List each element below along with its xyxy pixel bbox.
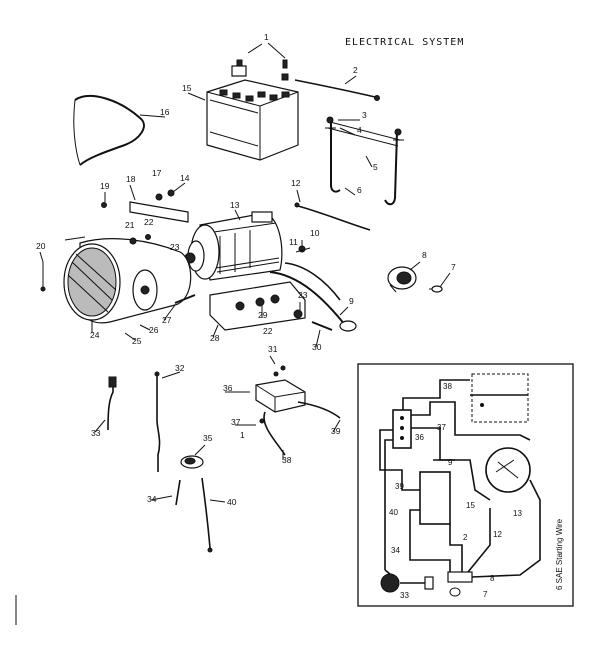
callout-c29: 29: [258, 310, 268, 320]
leader-lines: [39, 42, 451, 503]
bolt-30: [311, 321, 333, 331]
adjusting-arm: [269, 271, 346, 326]
callout-c1: 1: [264, 32, 269, 42]
callout-c18: 18: [126, 174, 136, 184]
wire-39: [297, 401, 341, 419]
callout-c17: 17: [152, 168, 162, 178]
bolt-27: [174, 294, 196, 304]
ignition-key: [429, 285, 443, 293]
callout-c8: 8: [422, 250, 427, 260]
inset-label-i37: 37: [437, 423, 446, 432]
inset-label-i13: 13: [513, 509, 522, 518]
callout-c31: 31: [268, 344, 278, 354]
callout-c7: 7: [451, 262, 456, 272]
callout-c40: 40: [227, 497, 237, 507]
belt-guard: [63, 238, 192, 324]
mounting-plate: [209, 281, 306, 331]
hold-down-rods: [325, 116, 404, 206]
callout-c4: 4: [357, 125, 362, 135]
starting-wire-label: 6 SAE Starting Wire: [555, 518, 564, 590]
inset-label-i40: 40: [389, 508, 398, 517]
battery: [206, 59, 299, 161]
callout-c23a: 23: [170, 242, 180, 252]
wire-32: [156, 375, 161, 472]
cable-12: [297, 205, 371, 231]
callout-c16: 16: [160, 107, 170, 117]
inset-label-i2: 2: [463, 533, 468, 542]
inset-labels: 38 37 36 9 15 13 39 40 2 12 34 8 33 7: [389, 382, 522, 600]
callout-c13: 13: [230, 200, 240, 210]
battery-strap: [74, 95, 145, 166]
callout-c3: 3: [362, 110, 367, 120]
wire-40: [201, 477, 211, 549]
inset-label-i36: 36: [415, 433, 424, 442]
callout-c33: 33: [91, 428, 101, 438]
callout-c19: 19: [100, 181, 110, 191]
callout-c23b: 23: [298, 290, 308, 300]
ignition-switch: [387, 266, 417, 293]
callout-c24: 24: [90, 330, 100, 340]
wire-38: [263, 411, 286, 456]
wiring-schematic-inset: 6 SAE Starting Wire: [357, 363, 574, 607]
callout-c14: 14: [180, 173, 190, 183]
callout-c2: 2: [353, 65, 358, 75]
callout-c21: 21: [125, 220, 135, 230]
callout-c28: 28: [210, 333, 220, 343]
wire-34: [175, 479, 181, 506]
inset-label-i39: 39: [395, 482, 404, 491]
mounting-bracket: [129, 201, 189, 223]
callout-c15: 15: [182, 83, 192, 93]
callout-c22b: 22: [263, 326, 273, 336]
callout-c37: 37: [231, 417, 241, 427]
callout-c35: 35: [203, 433, 213, 443]
inset-label-i34: 34: [391, 546, 400, 555]
starter-generator: [184, 211, 283, 281]
inset-label-i15: 15: [466, 501, 475, 510]
callout-c10: 10: [310, 228, 320, 238]
callout-c1b: 1: [240, 430, 245, 440]
ammeter: [180, 455, 204, 469]
inset-label-i8: 8: [490, 574, 495, 583]
callout-c25: 25: [132, 336, 142, 346]
inset-label-i38: 38: [443, 382, 452, 391]
battery-strap-loop: [73, 99, 81, 166]
inset-label-i9: 9: [448, 458, 453, 467]
callout-c27: 27: [162, 315, 172, 325]
inset-label-i33: 33: [400, 591, 409, 600]
callout-c39: 39: [331, 426, 341, 436]
callout-c26: 26: [149, 325, 159, 335]
fuse-holder: [107, 378, 114, 431]
callout-c5: 5: [373, 162, 378, 172]
bolt-19: [64, 236, 86, 241]
wire-harness: [284, 262, 341, 301]
callout-c11: 11: [289, 237, 298, 247]
callout-c20: 20: [36, 241, 46, 251]
callout-c6: 6: [357, 185, 362, 195]
callout-c9: 9: [349, 296, 354, 306]
callout-c38: 38: [282, 455, 292, 465]
callout-c22a: 22: [144, 217, 154, 227]
callout-c34: 34: [147, 494, 157, 504]
callout-c12: 12: [291, 178, 301, 188]
battery-cable: [294, 79, 376, 98]
voltage-regulator: [255, 365, 306, 413]
callout-c30: 30: [312, 342, 322, 352]
callout-c32: 32: [175, 363, 185, 373]
diagram-title: ELECTRICAL SYSTEM: [345, 37, 464, 48]
inset-label-i12: 12: [493, 530, 502, 539]
inset-label-i7: 7: [483, 590, 488, 599]
callout-c36: 36: [223, 383, 233, 393]
